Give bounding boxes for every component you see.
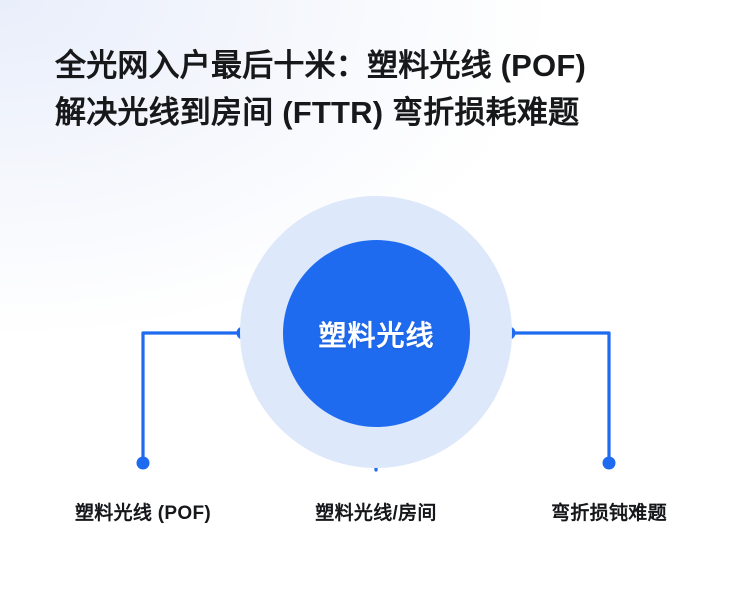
branch-label-right: 弯折损钝难题	[551, 503, 667, 524]
center-node-label: 塑料光线	[318, 319, 435, 351]
title-line-2: 解决光线到房间 (FTTR) 弯折损耗难题	[55, 95, 580, 130]
connector-dot-left-end	[136, 456, 150, 470]
branch-label-middle: 塑料光线/房间	[315, 503, 437, 524]
page-title: 全光网入户最后十米：塑料光线 (POF) 解决光线到房间 (FTTR) 弯折损耗…	[55, 42, 701, 136]
connector-right	[507, 331, 611, 465]
connector-left	[141, 331, 245, 465]
title-line-1: 全光网入户最后十米：塑料光线 (POF)	[55, 48, 586, 83]
branch-label-left: 塑料光线 (POF)	[75, 503, 211, 524]
center-node[interactable]: 塑料光线	[283, 240, 470, 427]
connector-dot-right-end	[602, 456, 616, 470]
